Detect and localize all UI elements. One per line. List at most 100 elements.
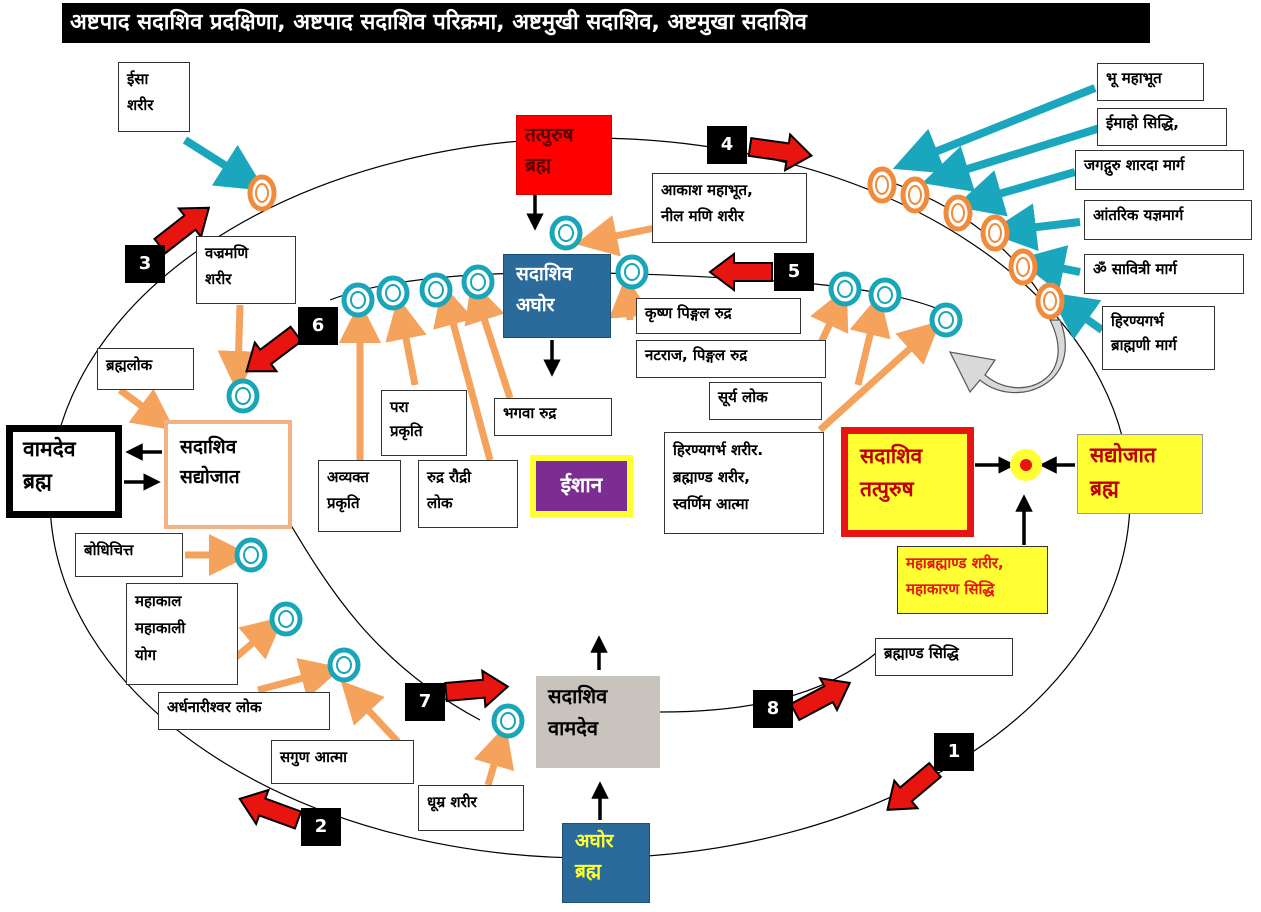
- arrow-hiranyagarbh: [817, 320, 941, 433]
- center-red-dot: [1020, 459, 1032, 471]
- label-line: ब्राह्मणी मार्ग: [1111, 336, 1177, 354]
- label-line: हिरण्यगर्भ शरीर.: [673, 441, 764, 459]
- label-line: आकाश महाभूत,: [661, 181, 753, 199]
- label-line: नील मणि शरीर: [661, 206, 744, 225]
- label-line: वज्रमणि: [205, 244, 249, 262]
- step-7: 7: [405, 683, 445, 721]
- red-arrow-2: [238, 788, 303, 830]
- label-line: सदाशिव: [548, 684, 608, 708]
- label-jagadguru-marg: जगद्गुरु शारदा मार्ग: [1075, 150, 1244, 190]
- label-line: स्वर्णिम आत्मा: [673, 495, 749, 513]
- arrow-rudra: [433, 283, 494, 461]
- label-om-savitri: ॐ सावित्री मार्ग: [1084, 254, 1244, 294]
- ring-mahakal: [269, 601, 303, 637]
- label-line: अघोर: [516, 294, 555, 317]
- label-line: हिरण्यगर्भ: [1111, 312, 1164, 330]
- arrow-dhumra: [473, 724, 515, 787]
- label-ardhanarishwar: अर्धनारीश्वर लोक: [158, 692, 330, 730]
- black-arrows: [124, 195, 1075, 820]
- label-mahakal: महाकाल महाकाली योग: [126, 583, 238, 685]
- label-line: योग: [135, 646, 157, 664]
- label-line: ब्रह्माण्ड शरीर,: [673, 468, 750, 486]
- label-line: रुद्र रौद्री: [427, 468, 472, 486]
- arrow-para: [385, 297, 427, 386]
- label-para-prakriti: परा प्रकृति: [381, 390, 467, 456]
- ring-hiranyagarbh-marg: [1035, 282, 1065, 320]
- ring-aghor-right: [615, 254, 649, 290]
- arrow-akash: [575, 215, 656, 257]
- label-avyakt-prakriti: अव्यक्त प्रकृति: [318, 460, 401, 532]
- label-line: ब्रह्म: [525, 154, 552, 177]
- aghor-brahma-box: अघोर ब्रह्म: [562, 823, 650, 903]
- ring-rudra: [419, 272, 453, 308]
- label-line: महाकाल: [135, 592, 182, 610]
- orange-rings: [247, 166, 1065, 320]
- label-bodhichitt: बोधिचित्त: [75, 533, 183, 577]
- label-rudra-raudri: रुद्र रौद्री लोक: [418, 460, 518, 528]
- red-arrow-8: [789, 676, 852, 722]
- label-line: तत्पुरुष: [860, 476, 914, 501]
- red-arrow-6: [245, 325, 303, 373]
- label-mahabrahmand: महाब्रह्माण्ड शरीर, महाकारण सिद्धि: [897, 546, 1048, 614]
- arrow-antarik: [988, 203, 1081, 252]
- sadashiv-vamdev-box: सदाशिव वामदेव: [536, 676, 660, 768]
- label-line: सद्योजात: [180, 466, 240, 489]
- ring-surya: [868, 277, 902, 313]
- ring-bhu: [867, 166, 897, 204]
- ring-para: [376, 275, 410, 311]
- step-4: 4: [707, 126, 747, 164]
- step-2: 2: [301, 808, 341, 846]
- red-arrow-4: [747, 132, 814, 172]
- label-line: तत्पुरुष: [525, 124, 574, 146]
- arrow-mahakal: [232, 616, 285, 661]
- label-bhu-mahabhut: भू महाभूत: [1097, 63, 1204, 101]
- teal-rings: [226, 215, 963, 739]
- ring-akash: [549, 215, 583, 251]
- label-line: प्रकृति: [390, 422, 423, 440]
- ring-dhumra: [491, 703, 525, 739]
- label-line: सदाशिव: [516, 263, 573, 285]
- label-bhagva-rudra: भगवा रुद्र: [494, 398, 612, 436]
- ring-vajramani: [226, 378, 260, 414]
- sadashiv-sadyojat-box: सदाशिव सद्योजात: [164, 420, 292, 529]
- red-arrow-3: [153, 206, 211, 255]
- label-isa-sharir: ईसा शरीर: [118, 62, 190, 132]
- label-sagun-atma: सगुण आत्मा: [271, 740, 414, 784]
- ring-antarik: [980, 214, 1010, 252]
- label-nataraj-pingal: नटराज, पिङ्गल रुद्र: [636, 340, 826, 378]
- label-hiranyagarbh-sharir: हिरण्यगर्भ शरीर. ब्रह्माण्ड शरीर, स्वर्ण…: [664, 432, 824, 534]
- step-6: 6: [298, 307, 338, 345]
- arrow-vajramani: [217, 304, 260, 393]
- step-1: 1: [934, 733, 974, 771]
- teal-arrows: [182, 84, 1105, 340]
- label-line: शरीर: [127, 95, 154, 114]
- arrow-hiranyagarbh-marg: [1048, 292, 1105, 340]
- label-line: लोक: [427, 493, 453, 512]
- label-line: अव्यक्त: [327, 468, 369, 486]
- sadashiv-tatpurush-box: सदाशिव तत्पुरुष: [841, 427, 974, 537]
- inner-path-upper: [329, 272, 961, 321]
- red-arrow-1: [886, 761, 943, 811]
- label-aimaho-siddhi: ईमाहो सिद्धि,: [1097, 108, 1227, 146]
- label-line: ब्रह्म: [23, 468, 52, 493]
- arrow-brahmalok: [117, 387, 175, 431]
- orange-arrows: [117, 215, 941, 787]
- arrow-sagun: [340, 680, 401, 745]
- ishan-label: ईशान: [536, 461, 627, 511]
- label-line: अघोर: [575, 830, 614, 852]
- label-line: शरीर: [205, 269, 232, 288]
- ring-savitri: [1008, 248, 1038, 286]
- tatpurush-brahma-box: तत्पुरुष ब्रह्म: [516, 115, 612, 195]
- arrow-bhagva: [464, 280, 514, 400]
- arrow-bhu: [892, 84, 1097, 174]
- label-line: प्रकृति: [327, 493, 360, 512]
- arrow-jagadguru: [954, 168, 1077, 217]
- label-krishna-pingal: कृष्ण पिङ्गल रुद्र: [636, 298, 801, 334]
- ring-jagadguru: [943, 194, 973, 232]
- ring-ardhanari: [327, 647, 361, 683]
- arrow-krishna: [608, 275, 651, 321]
- sadyojat-brahma-box: सद्योजात ब्रह्म: [1077, 434, 1203, 514]
- label-line: वामदेव: [23, 437, 76, 461]
- page-title: अष्टपाद सदाशिव प्रदक्षिणा, अष्टपाद सदाशि…: [62, 3, 1150, 43]
